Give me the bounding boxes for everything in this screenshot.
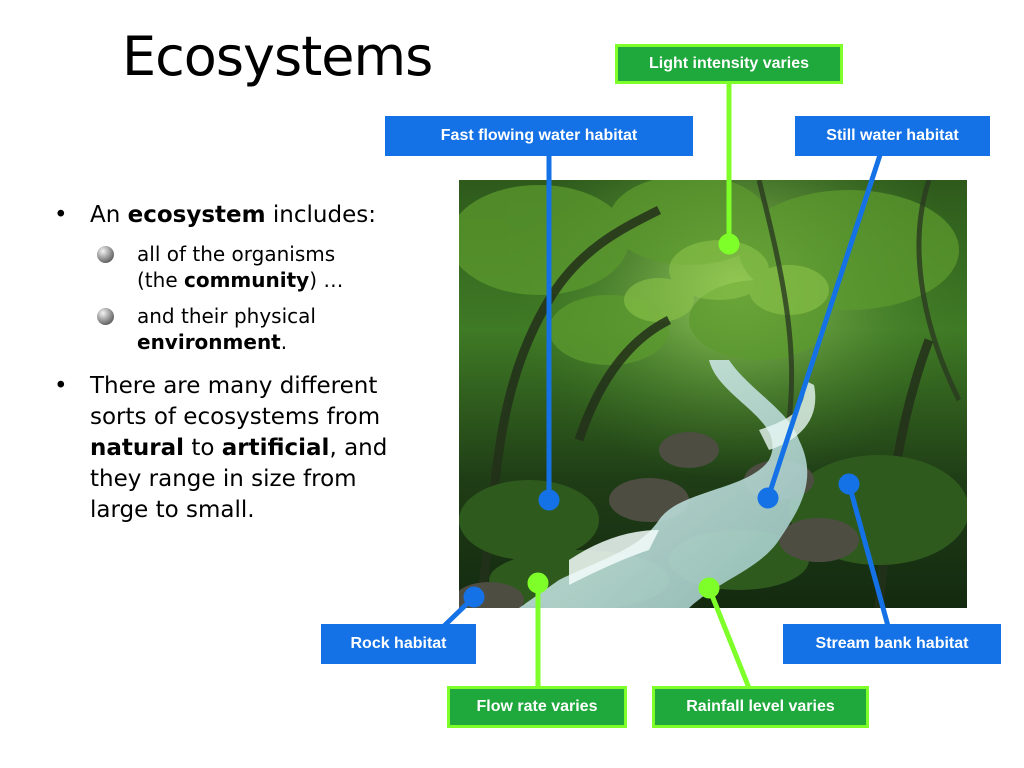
connector-dot-rock (463, 586, 485, 608)
connector-dot-fast (538, 489, 560, 511)
sub-bullet-text: all of the organisms (137, 242, 336, 266)
slide-title: Ecosystems (122, 25, 433, 88)
connector-dot-still (757, 487, 779, 509)
bullet-bold-term: ecosystem (127, 202, 266, 228)
forest-stream-photo (459, 180, 967, 608)
bullet-bold-term: artificial (221, 435, 330, 461)
label-flow-rate: Flow rate varies (447, 686, 627, 728)
connector-dot-rain (698, 577, 720, 599)
connector-dot-bank (838, 473, 860, 495)
bullet-text: includes: (265, 202, 376, 228)
bullet-text: , and they range in size from large to s… (90, 435, 388, 523)
forest-stream-image (459, 180, 967, 608)
connector-line-still (765, 154, 883, 499)
label-rainfall-level: Rainfall level varies (652, 686, 869, 728)
label-stream-bank: Stream bank habitat (783, 624, 1001, 664)
sub-bullet-text: (the (137, 268, 184, 292)
bullet-ball-icon (97, 308, 114, 325)
sub-bullet-text: ) … (309, 268, 344, 292)
sub-bullet-text: and their physical (137, 304, 316, 328)
sub-bullet-community: all of the organisms (the community) … (50, 241, 410, 293)
bullet-ball-icon (97, 246, 114, 263)
connector-line-rain (706, 587, 752, 689)
bullet-sorts: There are many different sorts of ecosys… (50, 371, 410, 526)
label-fast-flowing-water: Fast flowing water habitat (385, 116, 693, 156)
bullet-text: An (90, 202, 128, 228)
sub-bullet-text: . (280, 330, 288, 354)
sub-bullet-bold-term: environment (137, 330, 281, 354)
bullet-text: There are many different sorts of ecosys… (90, 373, 381, 430)
bullet-ecosystem: An ecosystem includes: (50, 200, 410, 231)
connector-line-bank (846, 483, 891, 627)
sub-bullet-environment: and their physical environment. (50, 303, 410, 355)
label-light-intensity: Light intensity varies (615, 44, 843, 84)
connector-dot-flow (527, 572, 549, 594)
slide-body: An ecosystem includes: all of the organi… (50, 200, 410, 526)
bullet-bold-term: natural (90, 435, 185, 461)
connector-dot-light (718, 233, 740, 255)
bullet-text: to (184, 435, 222, 461)
sub-bullet-bold-term: community (183, 268, 310, 292)
label-still-water: Still water habitat (795, 116, 990, 156)
label-rock-habitat: Rock habitat (321, 624, 476, 664)
